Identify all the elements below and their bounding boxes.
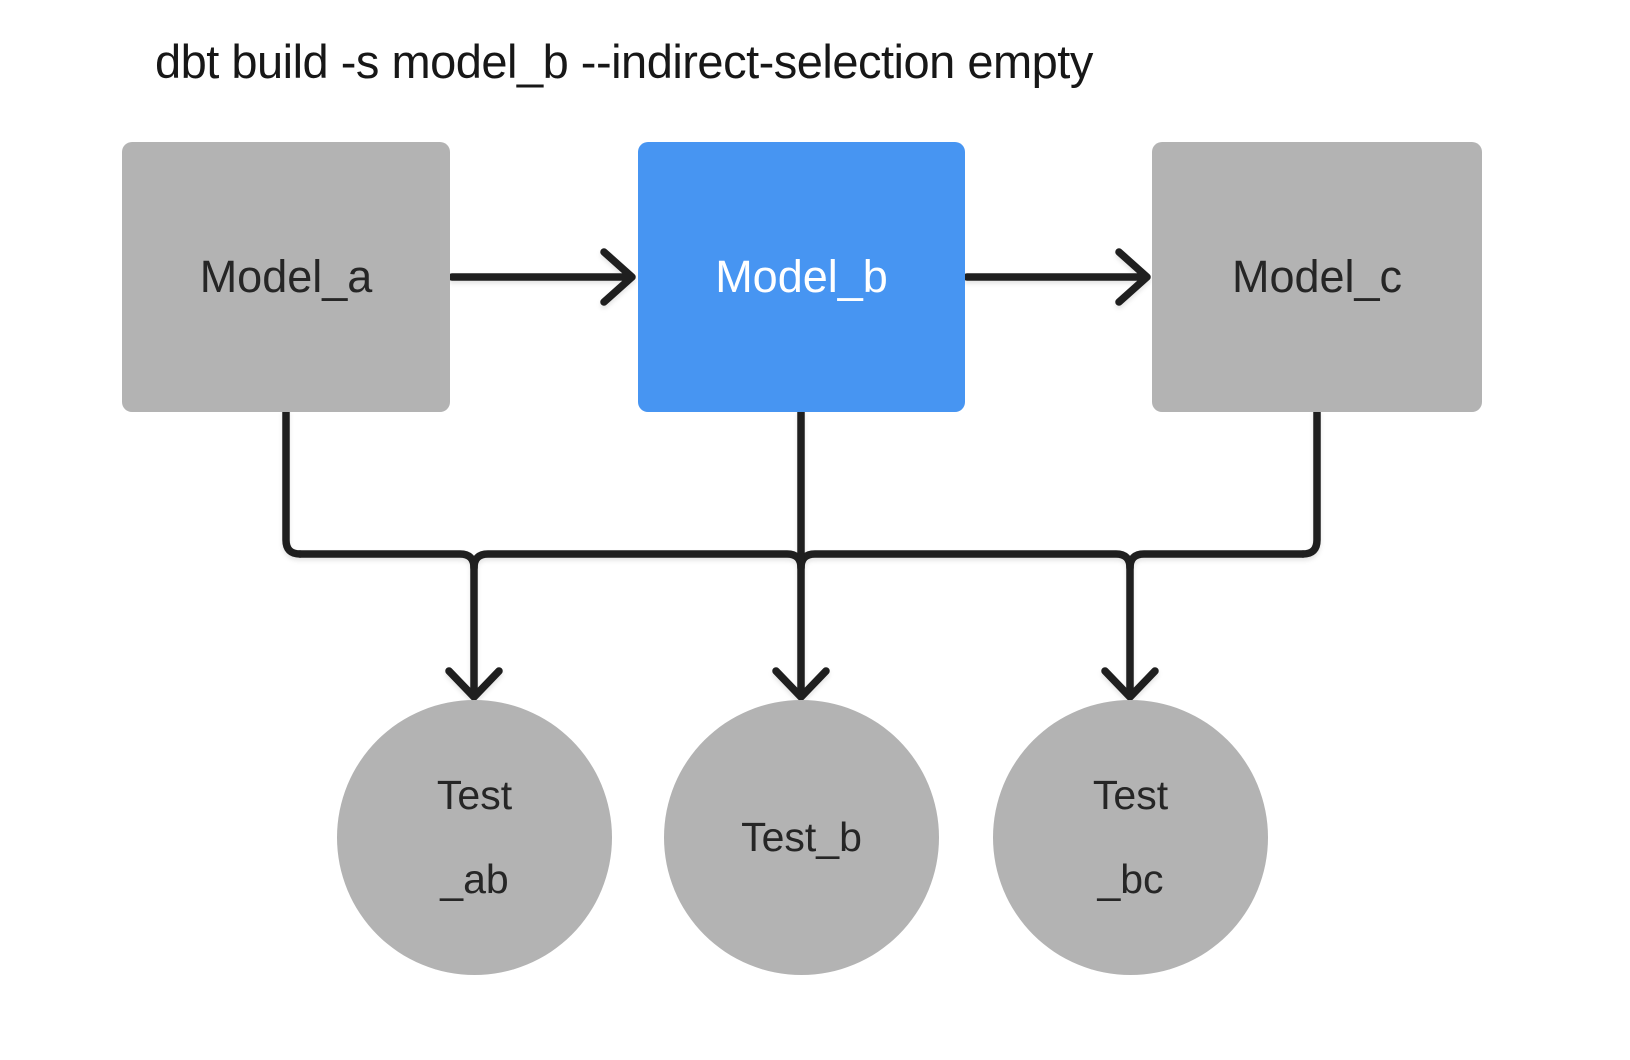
node-test-bc: Test _bc: [993, 700, 1268, 975]
node-model-b-label: Model_b: [715, 251, 888, 302]
node-model-a: Model_a: [122, 142, 450, 412]
node-test-ab-label-line2: _ab: [440, 855, 509, 902]
edge-model-a-stub: [282, 408, 304, 558]
edge-to-test-b: [772, 408, 830, 701]
edge-model-a-to-model-b: [448, 248, 636, 306]
node-model-a-label: Model_a: [199, 251, 373, 302]
node-test-b-label: Test_b: [741, 813, 862, 860]
edge-to-test-ab: [445, 560, 503, 701]
node-model-b: Model_b: [638, 142, 965, 412]
node-test-b: Test_b: [664, 700, 939, 975]
node-test-ab-label-line1: Test: [436, 772, 513, 819]
edge-to-test-bc: [1101, 560, 1159, 701]
node-model-c: Model_c: [1152, 142, 1482, 412]
diagram-title: dbt build -s model_b --indirect-selectio…: [155, 35, 1093, 88]
node-test-bc-label-line2: _bc: [1097, 855, 1164, 902]
edge-bus: [296, 550, 1307, 572]
edge-model-c-stub: [1299, 408, 1321, 558]
node-model-c-label: Model_c: [1231, 251, 1403, 302]
edge-model-b-to-model-c: [963, 248, 1151, 306]
node-test-bc-label-line1: Test: [1092, 772, 1169, 819]
node-test-ab: Test _ab: [337, 700, 612, 975]
